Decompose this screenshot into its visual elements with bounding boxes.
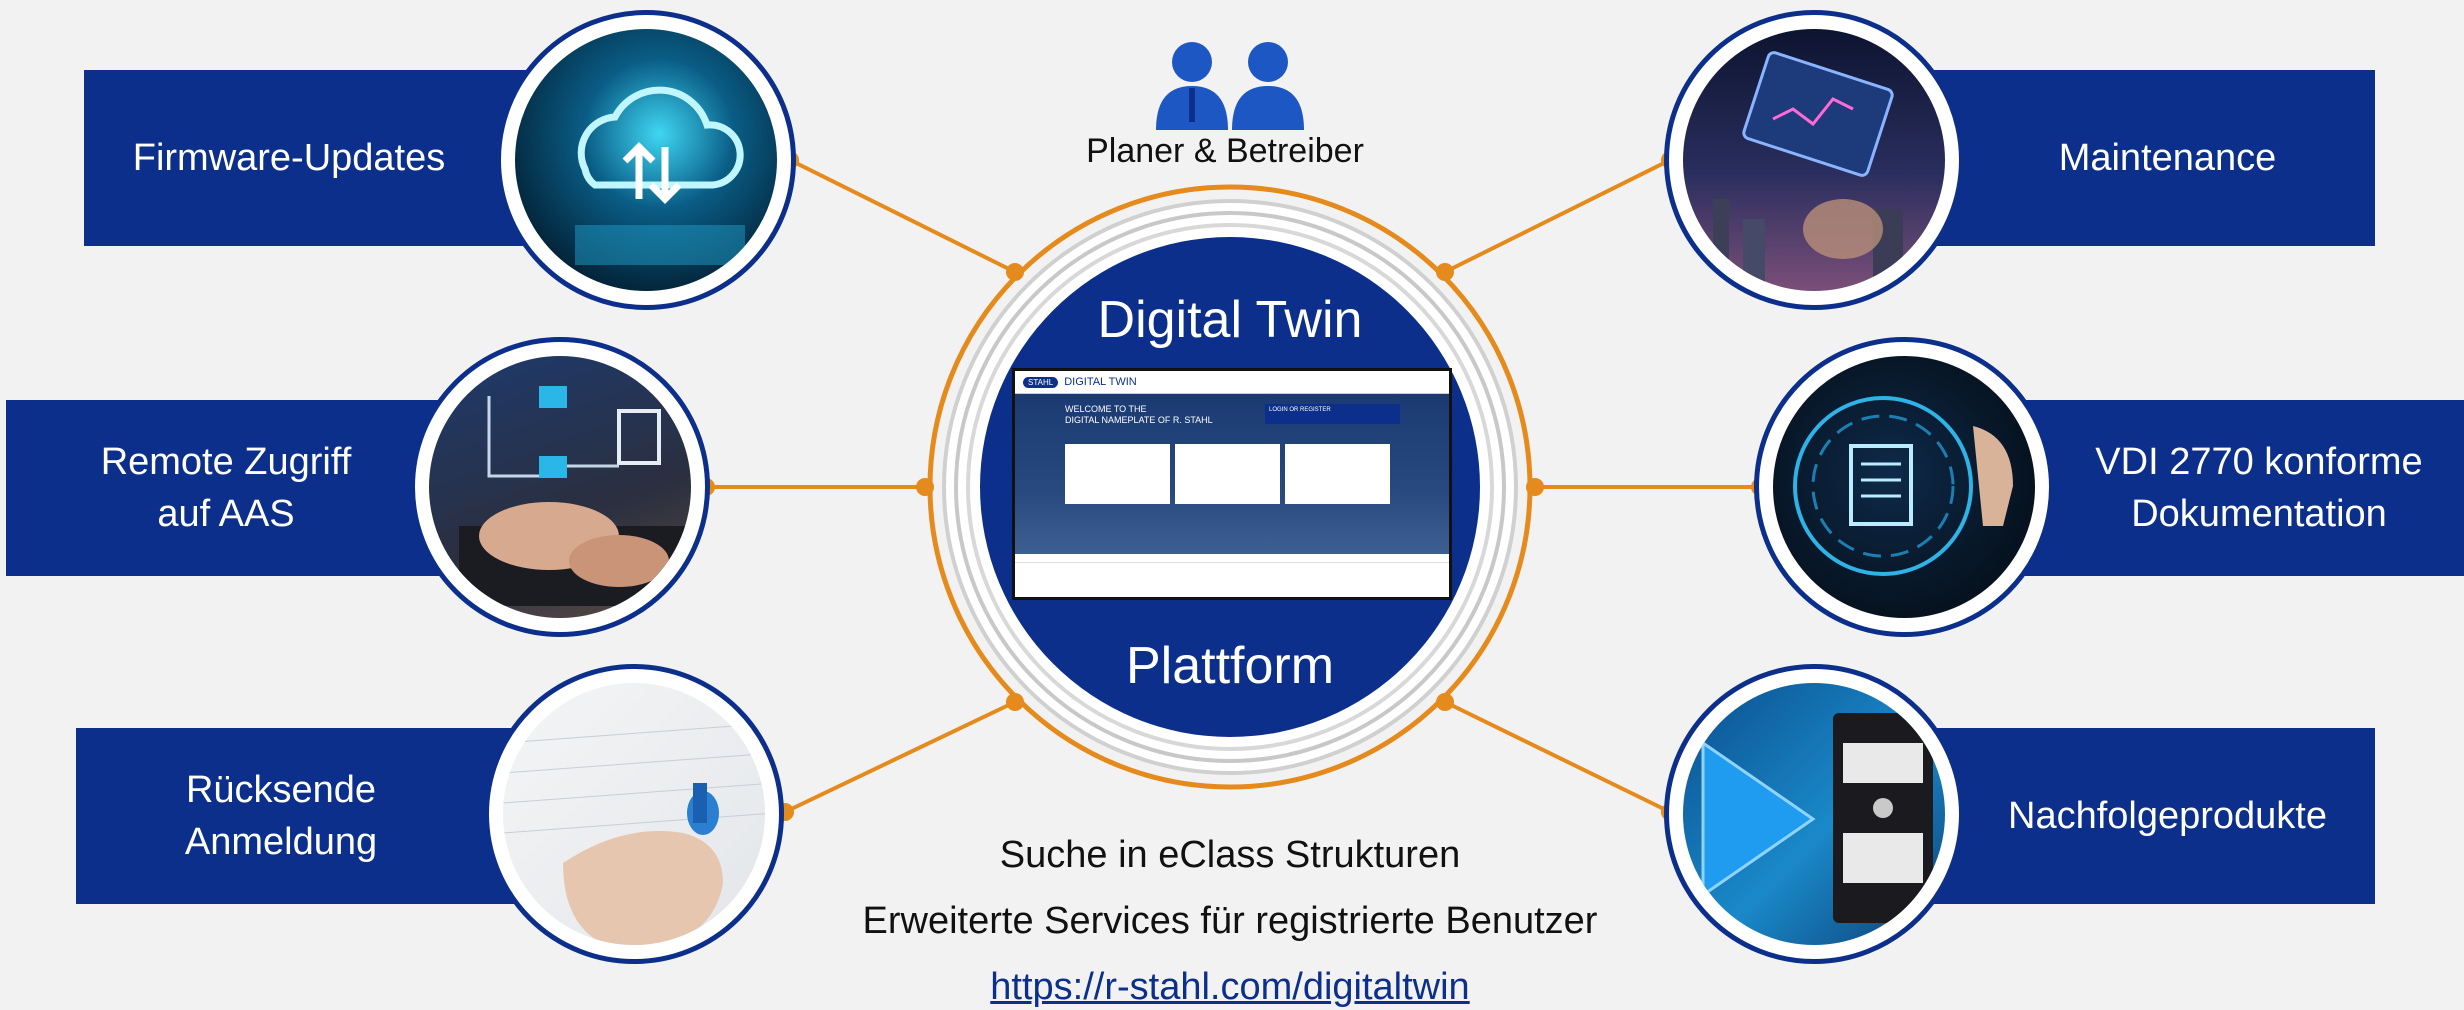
connector-dot bbox=[916, 478, 934, 496]
info-card bbox=[1175, 444, 1280, 504]
successor-image-ring bbox=[1664, 664, 1964, 964]
feature-label: Dokumentation bbox=[2131, 493, 2387, 535]
center-subtitle: Plattform bbox=[1125, 637, 1335, 695]
connector-dot bbox=[1436, 263, 1454, 281]
remote-image-ring bbox=[410, 337, 710, 637]
app-name: DIGITAL TWIN bbox=[1064, 376, 1137, 388]
caption-services: Erweiterte Services für registrierte Ben… bbox=[862, 900, 1598, 942]
feature-label: Remote Zugriff bbox=[100, 441, 352, 483]
feature-label: VDI 2770 konforme bbox=[2095, 441, 2423, 483]
maintenance-image-ring bbox=[1664, 10, 1964, 310]
feature-successor-products: Nachfolgeprodukte bbox=[1900, 728, 2375, 904]
feature-label: Maintenance bbox=[2058, 137, 2277, 179]
feature-remote-access: Remote Zugriff auf AAS bbox=[6, 400, 476, 576]
hand-pen-icon bbox=[503, 723, 765, 945]
digital-twin-link[interactable]: https://r-stahl.com/digitaltwin bbox=[990, 966, 1470, 1008]
welcome-line: DIGITAL NAMEPLATE OF R. STAHL bbox=[1065, 415, 1213, 425]
audience-label: Planer & Betreiber bbox=[1086, 132, 1364, 170]
center-title: Digital Twin bbox=[1097, 291, 1363, 349]
feature-label: Nachfolgeprodukte bbox=[2008, 795, 2327, 837]
connector-dot bbox=[1006, 693, 1024, 711]
feature-vdi-2770-documentation: VDI 2770 konforme Dokumentation bbox=[1994, 400, 2464, 576]
screenshot-footer bbox=[1015, 562, 1449, 597]
play-product-icon bbox=[1701, 713, 1933, 923]
feature-maintenance: Maintenance bbox=[1900, 70, 2375, 246]
feature-label: Anmeldung bbox=[184, 821, 378, 863]
website-screenshot: STAHL DIGITAL TWIN WELCOME TO THE DIGITA… bbox=[1012, 368, 1452, 600]
login-button: LOGIN OR REGISTER bbox=[1265, 404, 1400, 424]
keyboard-files-icon bbox=[459, 386, 689, 606]
feature-firmware-updates: Firmware-Updates bbox=[84, 70, 554, 246]
return-image-ring bbox=[484, 664, 784, 964]
users-icon bbox=[1156, 42, 1304, 130]
connector-dot bbox=[1526, 478, 1544, 496]
digital-document-icon bbox=[1793, 396, 2013, 576]
connector-dot bbox=[1436, 693, 1454, 711]
feature-label: Firmware-Updates bbox=[132, 137, 446, 179]
connector-dot bbox=[1006, 263, 1024, 281]
screenshot-hero: WELCOME TO THE DIGITAL NAMEPLATE OF R. S… bbox=[1015, 394, 1449, 554]
tablet-industrial-plant-icon bbox=[1713, 51, 1903, 289]
welcome-line: WELCOME TO THE bbox=[1065, 404, 1147, 414]
feature-label: auf AAS bbox=[157, 493, 295, 535]
welcome-text: WELCOME TO THE DIGITAL NAMEPLATE OF R. S… bbox=[1065, 404, 1213, 426]
cloud-upload-download-icon bbox=[575, 86, 745, 265]
info-card bbox=[1285, 444, 1390, 504]
brand-logo: STAHL bbox=[1023, 376, 1059, 388]
screenshot-header: STAHL DIGITAL TWIN bbox=[1015, 371, 1449, 394]
documentation-image-ring bbox=[1754, 337, 2054, 637]
caption-eclass: Suche in eClass Strukturen bbox=[999, 834, 1461, 876]
firmware-image-ring bbox=[496, 10, 796, 310]
feature-return-registration: Rücksende Anmeldung bbox=[76, 728, 546, 904]
info-card bbox=[1065, 444, 1170, 504]
feature-label: Rücksende bbox=[185, 769, 377, 811]
